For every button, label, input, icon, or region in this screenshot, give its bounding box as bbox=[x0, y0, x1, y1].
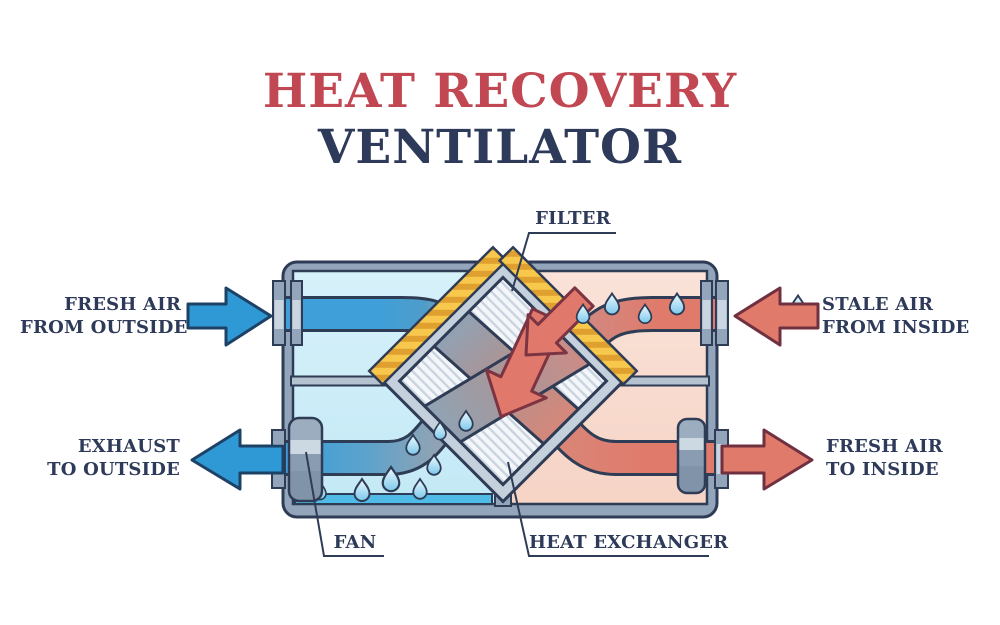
stale-air-intake-label: STALE AIR FROM INSIDE bbox=[822, 293, 969, 339]
fan-left bbox=[287, 416, 324, 503]
diagram-title-line2: VENTILATOR bbox=[317, 120, 683, 175]
leader-lines bbox=[305, 232, 709, 557]
heat-exchanger-frame bbox=[380, 258, 626, 504]
stale-air-arrow-icon bbox=[733, 286, 820, 347]
heat-transfer-arrow-icon bbox=[484, 286, 595, 419]
fresh-air-intake-label: FRESH AIR FROM OUTSIDE bbox=[20, 293, 188, 339]
filter-strip-left bbox=[367, 245, 509, 387]
fresh-supply-line2: TO INSIDE bbox=[826, 459, 939, 480]
filter-leader-line bbox=[511, 232, 616, 292]
fresh-supply-label: FRESH AIR TO INSIDE bbox=[826, 435, 943, 481]
filter-label: FILTER bbox=[535, 208, 611, 229]
heat-exchanger-label: HEAT EXCHANGER bbox=[529, 532, 729, 553]
exhaust-line2: TO OUTSIDE bbox=[47, 459, 180, 480]
exhaust-arrow-icon bbox=[190, 428, 285, 491]
heat-exchanger-leader-line bbox=[507, 461, 709, 557]
fan-label: FAN bbox=[333, 532, 377, 553]
exhaust-line1: EXHAUST bbox=[77, 436, 180, 457]
exhaust-label: EXHAUST TO OUTSIDE bbox=[20, 435, 180, 481]
fresh-air-intake-line1: FRESH AIR bbox=[64, 294, 181, 315]
supply-air-arrow-icon bbox=[720, 428, 814, 491]
stale-air-intake-line2: FROM INSIDE bbox=[822, 317, 970, 338]
fresh-air-arrow-icon bbox=[186, 286, 273, 347]
diagram-title-line1: HEAT RECOVERY bbox=[262, 64, 738, 119]
fan-leader-line bbox=[305, 451, 384, 557]
fan-right bbox=[676, 417, 707, 495]
fresh-air-intake-line2: FROM OUTSIDE bbox=[20, 317, 188, 338]
fresh-supply-line1: FRESH AIR bbox=[826, 436, 943, 457]
stale-air-intake-line1: STALE AIR bbox=[822, 294, 934, 315]
